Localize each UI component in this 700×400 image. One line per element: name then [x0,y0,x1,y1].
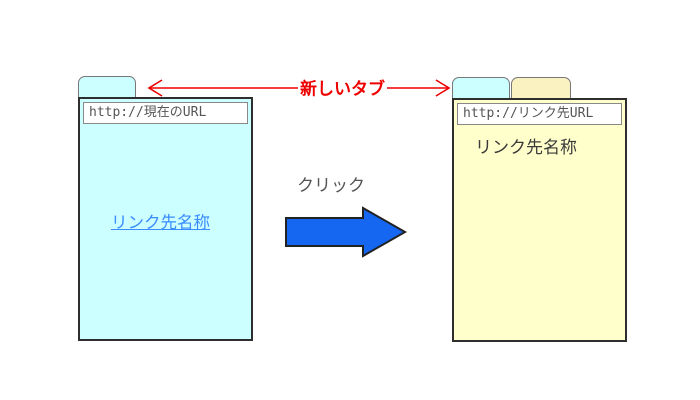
new-address-bar[interactable]: http://リンク先URL [457,103,622,125]
click-label: クリック [297,176,365,195]
navigate-arrow-icon [285,206,408,258]
current-page-window: http://現在のURL リンク先名称 [78,97,253,341]
new-page-window: http://リンク先URL リンク先名称 [452,98,627,342]
original-page-tab[interactable] [452,77,510,98]
page-link[interactable]: リンク先名称 [111,214,210,232]
new-page-title: リンク先名称 [475,138,577,157]
new-page-tab[interactable] [511,77,571,98]
current-page-tab[interactable] [78,76,136,97]
new-tab-label: 新しいタブ [298,74,387,100]
current-address-bar[interactable]: http://現在のURL [83,102,248,124]
new-tab-arrow: 新しいタブ [146,74,452,100]
